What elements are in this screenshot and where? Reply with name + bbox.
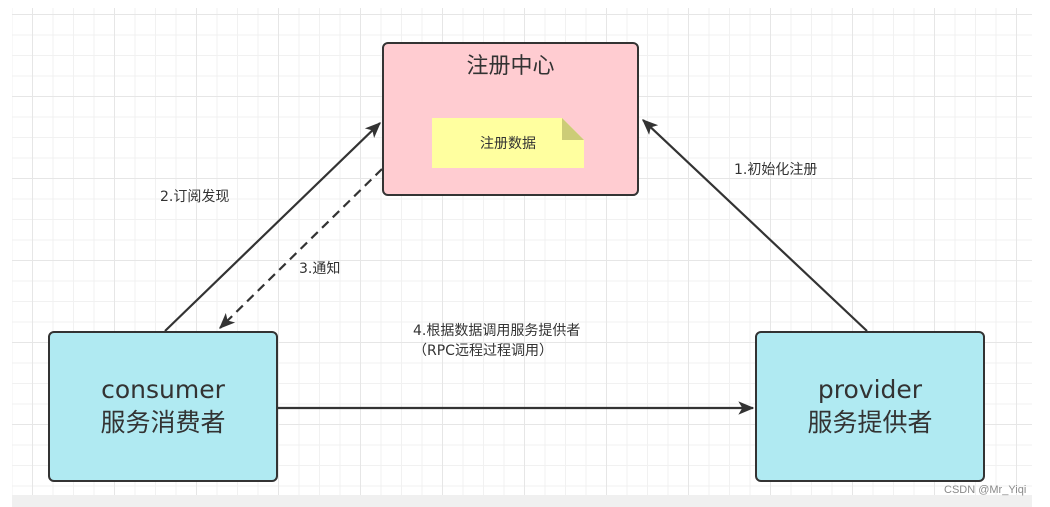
- note-shape-icon: [432, 118, 584, 168]
- edge-label-register: 1.初始化注册: [734, 162, 818, 178]
- registry-data-label: 注册数据: [480, 136, 536, 152]
- provider-label-zh: 服务提供者: [807, 407, 933, 437]
- edge-notify[interactable]: [219, 168, 383, 329]
- edge-subscribe[interactable]: [164, 122, 381, 332]
- provider-label-en: provider: [817, 374, 923, 404]
- registry-data-note[interactable]: 注册数据: [432, 118, 584, 168]
- consumer-node[interactable]: consumer 服务消费者: [48, 331, 278, 482]
- edge-label-rpc-call: 4.根据数据调用服务提供者（RPC远程过程调用）: [413, 323, 581, 359]
- consumer-label-zh: 服务消费者: [100, 407, 226, 437]
- edge-label-subscribe: 2.订阅发现: [160, 189, 230, 205]
- canvas-bottom-band: [12, 495, 1032, 507]
- provider-node[interactable]: provider 服务提供者: [755, 331, 985, 482]
- edge-label-notify: 3.通知: [299, 261, 341, 277]
- edge-register[interactable]: [642, 119, 868, 332]
- registry-center-label: 注册中心: [466, 54, 555, 79]
- watermark: CSDN @Mr_Yiqi: [944, 484, 1027, 496]
- consumer-label-en: consumer: [101, 374, 225, 404]
